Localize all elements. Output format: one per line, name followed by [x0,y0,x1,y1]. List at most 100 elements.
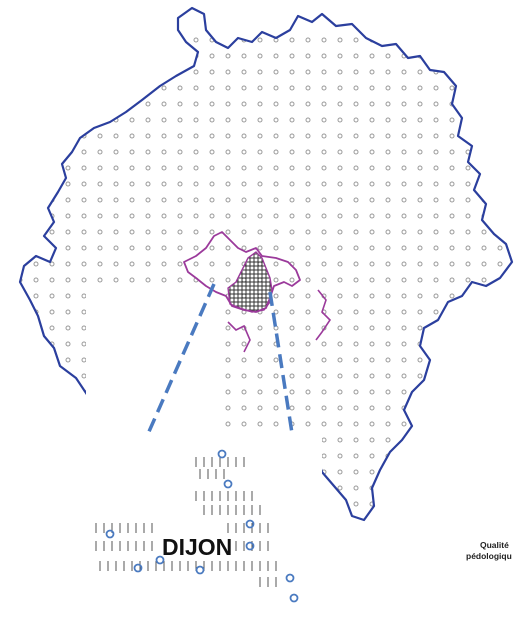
sampling-point [145,213,151,219]
sampling-point [353,421,359,427]
sampling-point [449,197,455,203]
sampling-point [433,229,439,235]
sampling-point [401,117,407,123]
sampling-point [401,373,407,379]
sampling-point [65,133,71,139]
sampling-point [369,437,375,443]
sampling-point [337,261,343,267]
sampling-point [449,181,455,187]
sampling-point [369,53,375,59]
sampling-point [401,229,407,235]
sampling-point [481,245,487,251]
sampling-point [481,453,487,459]
sampling-point [417,517,423,520]
sampling-point [225,53,231,59]
sampling-point [97,149,103,155]
sampling-point [353,37,359,43]
sampling-point [113,261,119,267]
sampling-point [97,133,103,139]
sampling-point [257,85,263,91]
sampling-point [449,37,455,43]
zoom-sampling-point [245,519,255,529]
sampling-point [20,517,23,520]
sampling-point [289,133,295,139]
sampling-point [113,229,119,235]
sampling-point [337,229,343,235]
sampling-point [241,277,247,283]
sampling-point [465,37,471,43]
sampling-point [33,85,39,91]
sampling-point [145,53,151,59]
sampling-point [49,469,55,475]
sampling-point [225,325,231,331]
sampling-point [481,101,487,107]
sampling-point [177,85,183,91]
sampling-point [465,53,471,59]
sampling-point [433,85,439,91]
sampling-point [401,517,407,520]
sampling-point [353,309,359,315]
zoom-sampling-point [245,541,255,551]
sampling-point [33,485,39,491]
sampling-point [193,149,199,155]
sampling-point [209,245,215,251]
sampling-point [273,405,279,411]
sampling-point [497,181,503,187]
sampling-point [20,389,23,395]
sampling-point [241,293,247,299]
sampling-point [417,133,423,139]
sampling-point [20,37,23,43]
sampling-point [337,101,343,107]
sampling-point [369,309,375,315]
sampling-point [305,389,311,395]
sampling-point [273,389,279,395]
sampling-point [49,101,55,107]
sampling-point [225,197,231,203]
sampling-point [33,357,39,363]
sampling-point [497,485,503,491]
sampling-point [481,229,487,235]
sampling-point [65,261,71,267]
sampling-point [273,85,279,91]
sampling-point [129,69,135,75]
sampling-point [289,373,295,379]
sampling-point [289,341,295,347]
sampling-point [113,149,119,155]
sampling-point [433,165,439,171]
sampling-point [161,245,167,251]
sampling-point [20,373,23,379]
sampling-point [433,389,439,395]
sampling-point [49,53,55,59]
sampling-point [49,293,55,299]
sampling-point [481,341,487,347]
sampling-point [161,85,167,91]
sampling-point [497,325,503,331]
sampling-point [337,181,343,187]
sampling-point [97,101,103,107]
sampling-point [177,37,183,43]
sampling-point [113,85,119,91]
sampling-point [225,69,231,75]
sampling-point [369,165,375,171]
sampling-point [449,85,455,91]
sampling-point [321,117,327,123]
sampling-point [225,85,231,91]
sampling-point [129,197,135,203]
sampling-point [385,277,391,283]
sampling-point [129,117,135,123]
sampling-point [449,69,455,75]
sampling-point [177,277,183,283]
sampling-point [401,357,407,363]
sampling-point [161,213,167,219]
sampling-point [305,53,311,59]
sampling-point [49,309,55,315]
sampling-point [129,181,135,187]
sampling-point [65,309,71,315]
sampling-point [20,101,23,107]
zoom-mask-left [86,284,224,434]
sampling-point [321,85,327,91]
sampling-point [385,469,391,475]
sampling-point [20,341,23,347]
sampling-point [337,117,343,123]
sampling-point [401,101,407,107]
